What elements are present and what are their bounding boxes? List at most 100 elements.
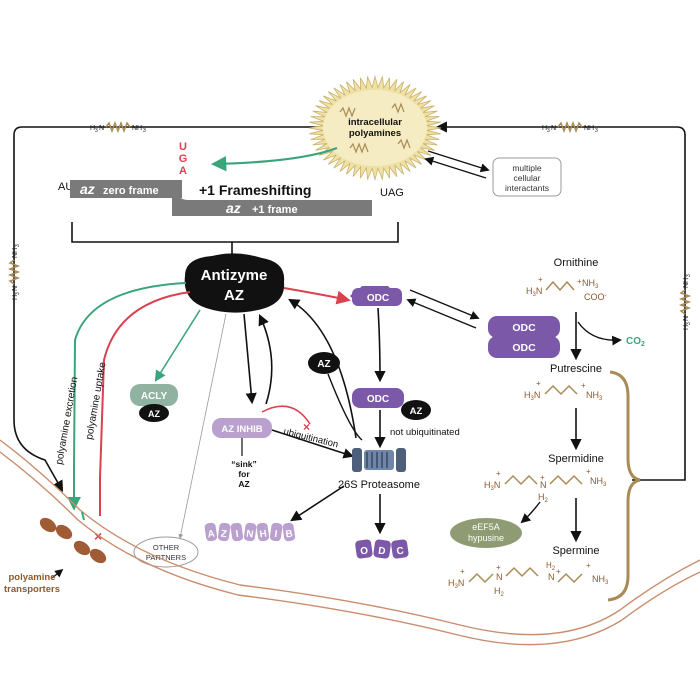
az-inhib-fragment-letter: I [235, 529, 240, 540]
interactants-line2: cellular [514, 173, 541, 183]
odc-label: ODC [367, 293, 389, 304]
acly-label: ACLY [141, 391, 168, 402]
polyamine-uptake-label: polyamine uptake [84, 361, 109, 441]
interactants-line3: interactants [505, 183, 549, 193]
az-inhib-fragment-letter: I [274, 529, 279, 540]
co2-label: CO2 [626, 336, 645, 348]
svg-text:COO-: COO- [584, 292, 607, 302]
az-mrna: U G A AUG UAG az zero frame +1 Frameshif… [58, 141, 404, 216]
svg-text:NH: NH [584, 125, 594, 132]
az-to-acly-arrow [154, 309, 201, 382]
az-inhib-fragment [282, 522, 296, 542]
plasma-membrane [0, 439, 700, 646]
svg-text:NH3: NH3 [592, 574, 609, 586]
svg-text:3: 3 [143, 128, 146, 134]
svg-text:NH: NH [132, 125, 142, 132]
uga-a: A [179, 165, 187, 177]
az-inhib-fragment [269, 522, 283, 542]
svg-text:+: + [460, 567, 465, 576]
transporters-line2: transporters [4, 584, 60, 595]
azinhib-to-az-arrow [258, 313, 273, 405]
polyamines-label-line1: intracellular [348, 117, 402, 128]
uga-g: G [179, 153, 188, 165]
svg-text:H: H [12, 295, 19, 300]
odc-bound-label: ODC [367, 394, 389, 405]
odc-fragment [391, 539, 409, 559]
plus-frame-label: +1 frame [252, 204, 298, 216]
proteasome-icon [352, 448, 406, 472]
polyamine-transporters [39, 517, 107, 564]
az-inhib-fragment [256, 522, 270, 542]
az-inhib-to-proteasome-arrow [271, 429, 354, 459]
frameshifting-label: +1 Frameshifting [199, 182, 311, 198]
zero-frame-bar [70, 180, 182, 198]
polyamines-brace [607, 370, 641, 602]
sink-line3: AZ [238, 479, 249, 489]
zero-frame-label: zero frame [103, 185, 159, 197]
co2-release-arrow [577, 321, 622, 346]
polyamine-excretion-label: polyamine excretion [54, 376, 80, 465]
svg-text:3: 3 [686, 274, 692, 277]
plus-frame-az: az [226, 200, 241, 216]
odc-node: ODC [350, 286, 402, 306]
ornithine-structure: H3N + + NH3 COO- [526, 275, 607, 302]
svg-text:NH3: NH3 [590, 476, 607, 488]
other-partners-line2: PARTNERS [146, 553, 186, 562]
svg-text:NH: NH [683, 278, 690, 288]
svg-text:H2: H2 [494, 586, 505, 598]
proteasome-label: 26S Proteasome [338, 479, 420, 491]
az-inhib-fragment-letter: B [285, 529, 294, 541]
antizyme-node: Antizyme AZ [184, 253, 285, 313]
polyamines-label-line2: polyamines [349, 128, 401, 139]
az-inhib-fragment-letter: H [259, 529, 268, 541]
svg-text:3: 3 [95, 128, 98, 134]
svg-text:N: N [548, 572, 555, 582]
acly-az-label: AZ [148, 409, 160, 419]
uga-u: U [179, 141, 187, 153]
odc-fragment-letter: C [396, 546, 405, 558]
spermine-structure: H3N + + N H2 H2 N + + NH3 [448, 561, 609, 598]
odc-fragment [355, 539, 373, 559]
az-center-to-proteasome [327, 373, 363, 441]
az-inhib-fragment-letter: A [207, 529, 216, 541]
polyamine-uptake-arrow [99, 291, 191, 516]
interactants-line1: multiple [512, 163, 542, 173]
antizyme-line1: Antizyme [201, 267, 268, 284]
odc-to-az-complex-arrow [374, 307, 386, 383]
az-inhib-label: AZ INHIB [221, 424, 262, 435]
az-inhib-fragment [243, 522, 257, 542]
svg-text:3: 3 [547, 128, 550, 134]
svg-text:H2: H2 [546, 561, 556, 572]
svg-text:3: 3 [686, 322, 692, 325]
ornithine-label: Ornithine [554, 257, 599, 269]
svg-text:+: + [577, 277, 582, 286]
translation-bracket [71, 222, 399, 258]
odc-fragment [373, 539, 391, 559]
svg-text:+: + [581, 381, 586, 390]
svg-text:H: H [90, 125, 95, 132]
zero-frame-az: az [80, 181, 95, 197]
az-small-center: AZ [308, 352, 340, 374]
odc-dimer: ODC ODC [488, 316, 560, 358]
other-partners-box: OTHER PARTNERS [133, 536, 199, 568]
odc-dimer-equilibrium [406, 289, 480, 329]
polyamine-icon-right-vertical: H3N NH3 [678, 274, 692, 330]
spermine-label: Spermine [552, 545, 599, 557]
odc-dimer-bottom-label: ODC [512, 342, 536, 354]
eif-line2: hypusine [468, 533, 504, 543]
az-bound-label: AZ [410, 406, 423, 417]
svg-text:NH: NH [12, 248, 19, 258]
polyamine-interactant-equilibrium [424, 150, 490, 179]
az-odc-release-arrow [288, 298, 357, 439]
odc-fragment-letter: D [377, 546, 386, 558]
az-inhib-ubiquitination-block [261, 405, 311, 425]
transporters-line1: polyamine [9, 572, 56, 583]
svg-text:+: + [538, 275, 543, 284]
odc-dimer-top-label: ODC [512, 322, 536, 334]
svg-text:H2: H2 [538, 492, 549, 504]
polyamines-stimulate-frameshift-arrow [210, 146, 338, 172]
